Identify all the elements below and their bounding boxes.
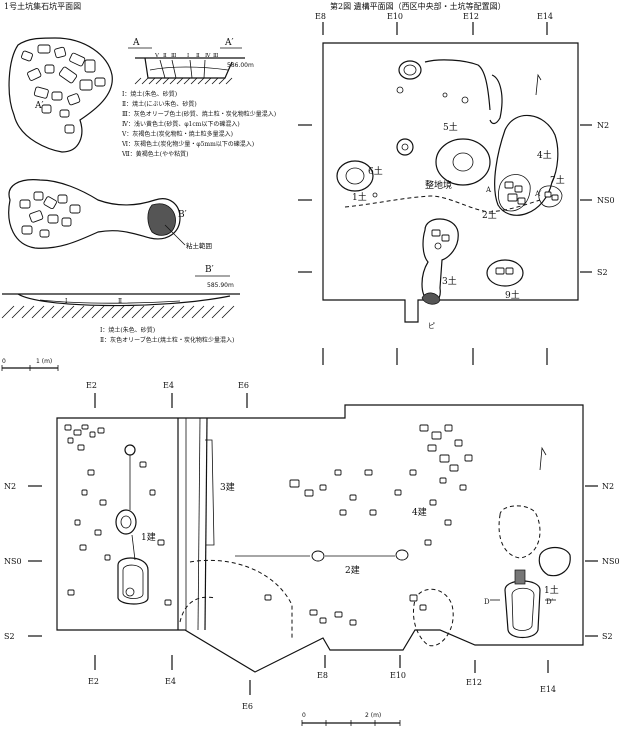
lower-bottom-e2: E2 — [88, 677, 99, 686]
scale-small-label: 1 (m) — [36, 358, 52, 365]
feature-2do-upper: 2土 — [482, 209, 497, 221]
section-b-layer-1: Ⅰ — [65, 298, 68, 305]
section-d-label: D — [484, 598, 490, 606]
upper-north-arrow — [535, 73, 542, 96]
section-a-layer-5: Ⅱ — [196, 53, 200, 59]
lower-bottom-e12: E12 — [466, 678, 482, 687]
upper-grid-n2: N2 — [597, 121, 609, 130]
legend-a-6: Ⅵ：灰褐色土(炭化物少量・φ5mm以下の礫混入) — [121, 140, 254, 148]
section-a: A A′ 586.00m Ⅴ Ⅱ Ⅲ Ⅰ Ⅱ Ⅳ Ⅲ Ⅰ：焼土(朱色、砂質) Ⅱ… — [121, 38, 276, 158]
legend-a-5: Ⅴ：灰褐色土(炭化物粒・焼土粒多量混入) — [121, 130, 233, 138]
upper-a-label: A — [485, 186, 492, 194]
lower-top-e6: E6 — [238, 381, 249, 390]
upper-grid-e14: E14 — [537, 12, 553, 21]
section-a-elevation: 586.00m — [227, 62, 254, 69]
section-a-legend: Ⅰ：焼土(朱色、砂質) Ⅱ：焼土(にぶい朱色、砂質) Ⅲ：灰色オリーブ色土(砂質… — [121, 90, 276, 158]
upper-grid-e12: E12 — [463, 12, 479, 21]
section-b-elevation: 585.90m — [207, 282, 234, 289]
feature-1do-lower: 1土 — [544, 584, 559, 596]
section-a-prime-label: A′ — [224, 38, 234, 48]
upper-a2-label: A′ — [534, 190, 542, 198]
lower-right-n2: N2 — [602, 482, 614, 491]
stone-scatter-center — [264, 469, 417, 626]
upper-grid-e10: E10 — [387, 12, 403, 21]
header-right: 第2図 遺構平面図（西区中央部・土坑等配置図） — [330, 1, 506, 11]
lower-bottom-e8: E8 — [317, 671, 328, 680]
plan-a-label: A′ — [34, 101, 44, 111]
lower-left-s2: S2 — [4, 632, 15, 641]
upper-grid-ns0: NS0 — [597, 196, 615, 205]
feature-9do: 9土 — [505, 289, 520, 301]
section-a-layer-1: Ⅴ — [154, 53, 160, 59]
scale-large-zero: 0 — [302, 712, 306, 719]
scale-small-zero: 0 — [2, 358, 6, 365]
stone-scatter-left — [64, 424, 172, 606]
building-4: 4建 — [412, 506, 427, 518]
legend-b-1: Ⅰ：焼土(朱色、砂質) — [100, 326, 155, 334]
section-d2-label: D′ — [546, 598, 554, 606]
section-a-hatch — [134, 77, 233, 85]
legend-a-7: Ⅶ：黄褐色土(やや粘質) — [121, 150, 188, 158]
stone-scatter-right — [409, 424, 473, 611]
legend-a-1: Ⅰ：焼土(朱色、砂質) — [122, 90, 177, 98]
lower-top-e4: E4 — [163, 381, 174, 390]
section-b-layer-2: Ⅱ — [118, 298, 122, 305]
feature-5do: 5土 — [443, 121, 458, 133]
feature-4do-upper: 4土 — [537, 149, 552, 161]
section-a-layer-3: Ⅲ — [171, 53, 176, 59]
building-3: 3建 — [220, 481, 235, 493]
lower-bottom-e10: E10 — [390, 671, 406, 680]
section-a-label: A — [132, 38, 140, 48]
feature-7do: 7土 — [550, 174, 565, 186]
legend-a-3: Ⅲ：灰色オリーブ色土(砂質、焼土粒・炭化物粒少量混入) — [122, 110, 276, 118]
section-a-layer-4: Ⅰ — [187, 53, 189, 59]
section-a-layer-2: Ⅱ — [163, 53, 167, 59]
building-1: 1建 — [141, 531, 156, 543]
legend-b-2: Ⅱ：灰色オリーブ色土(焼土粒・炭化物粒少量混入) — [100, 336, 234, 344]
feature-3do: 3土 — [442, 275, 457, 287]
lower-left-n2: N2 — [4, 482, 16, 491]
plan-b-label: B′ — [178, 210, 187, 220]
section-a-layer-7: Ⅲ — [213, 53, 218, 59]
feature-1do-upper: 1土 — [352, 191, 367, 203]
header-left: 1号土坑集石坑平面図 — [4, 1, 81, 11]
lower-bottom-e4: E4 — [165, 677, 176, 686]
lower-north-arrow — [539, 446, 547, 471]
lower-left-ns0: NS0 — [4, 557, 22, 566]
legend-a-4: Ⅳ：浅い黄色土(砂質、φ1cm以下の礫混入) — [122, 120, 240, 128]
lower-right-ns0: NS0 — [602, 557, 620, 566]
section-b-label: B′ — [205, 265, 214, 275]
seichi-label: 整地境 — [425, 179, 452, 191]
plan-b: 粘土範囲 B′ — [8, 179, 212, 250]
building-2: 2建 — [345, 564, 360, 576]
lower-bottom-e14: E14 — [540, 685, 556, 694]
upper-grid-e8: E8 — [315, 12, 326, 21]
scale-bar-large: 0 2 (m) — [301, 712, 401, 726]
feature-6do: 6土 — [368, 165, 383, 177]
upper-grid-s2: S2 — [597, 268, 608, 277]
legend-a-2: Ⅱ：焼土(にぶい朱色、砂質) — [122, 100, 197, 108]
upper-plan: E8 E10 E12 E14 N2 NS0 S2 — [298, 12, 615, 365]
lower-plan: E2 E4 E6 E2 E4 E6 E8 E10 E12 E14 N2 NS0 … — [4, 381, 620, 711]
plan-a: A′ — [8, 37, 113, 153]
scale-bar-small: 0 1 (m) — [1, 358, 59, 371]
scale-large-label: 2 (m) — [365, 712, 381, 719]
clay-label: 粘土範囲 — [186, 241, 212, 250]
lower-right-s2: S2 — [602, 632, 613, 641]
section-b: B′ 585.90m Ⅰ Ⅱ Ⅰ：焼土(朱色、砂質) Ⅱ：灰色オリーブ色土(焼土… — [1, 265, 240, 344]
pit-label: ピ — [428, 322, 435, 330]
lower-top-e2: E2 — [86, 381, 97, 390]
lower-bottom-e6: E6 — [242, 702, 253, 711]
section-a-layer-6: Ⅳ — [205, 53, 211, 59]
